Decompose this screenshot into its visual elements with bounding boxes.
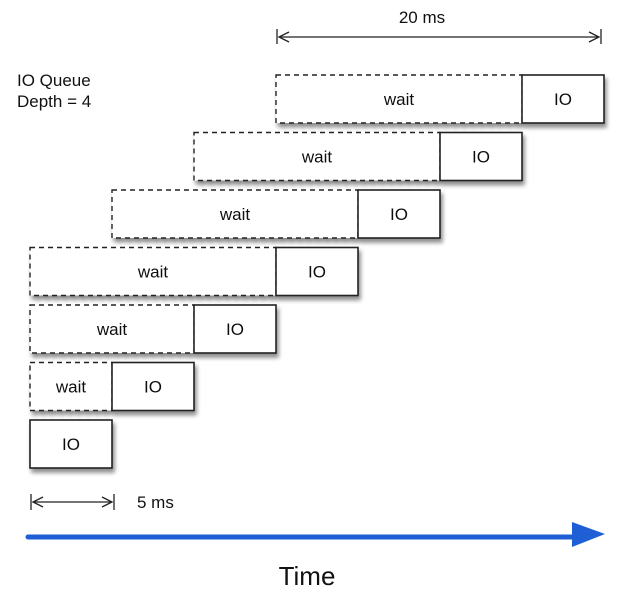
- dimension-20ms-label: 20 ms: [399, 8, 445, 27]
- time-axis-label: Time: [279, 561, 336, 591]
- io-block: [275, 246, 359, 297]
- wait-label: wait: [219, 205, 251, 224]
- io-block: [111, 361, 195, 412]
- io-block: [357, 189, 441, 239]
- request-row: wait IO: [29, 304, 277, 354]
- request-row: wait IO: [193, 131, 523, 182]
- wait-block: [29, 361, 113, 412]
- wait-label: wait: [96, 320, 128, 339]
- wait-label: wait: [137, 263, 169, 282]
- dimension-5ms: 5 ms: [30, 493, 174, 512]
- wait-label: wait: [301, 148, 333, 167]
- time-arrow: Time: [25, 522, 605, 591]
- wait-block: [29, 246, 277, 297]
- io-block: [439, 131, 523, 182]
- io-label: IO: [472, 148, 490, 167]
- request-row: wait IO: [29, 361, 195, 412]
- request-row: wait IO: [275, 74, 605, 124]
- request-row: wait IO: [111, 189, 441, 239]
- io-block: [193, 304, 277, 354]
- io-label: IO: [62, 435, 80, 454]
- wait-block: [275, 74, 523, 124]
- wait-label: wait: [55, 378, 87, 397]
- wait-label: wait: [383, 90, 415, 109]
- queue-depth-label: IO Queue Depth = 4: [17, 70, 91, 112]
- io-label: IO: [390, 205, 408, 224]
- wait-block: [111, 189, 359, 239]
- io-label: IO: [554, 90, 572, 109]
- dimension-20ms: 20 ms: [276, 8, 602, 44]
- io-block: [521, 74, 605, 124]
- request-row: wait IO: [29, 246, 359, 297]
- queue-label-line2: Depth = 4: [17, 92, 92, 111]
- dimension-5ms-label: 5 ms: [137, 493, 174, 512]
- io-label: IO: [308, 263, 326, 282]
- io-block: [29, 419, 113, 469]
- queue-label-line1: IO Queue: [17, 71, 91, 90]
- wait-block: [29, 304, 195, 354]
- io-label: IO: [226, 320, 244, 339]
- request-row: IO: [29, 419, 113, 469]
- io-label: IO: [144, 378, 162, 397]
- wait-block: [193, 131, 441, 182]
